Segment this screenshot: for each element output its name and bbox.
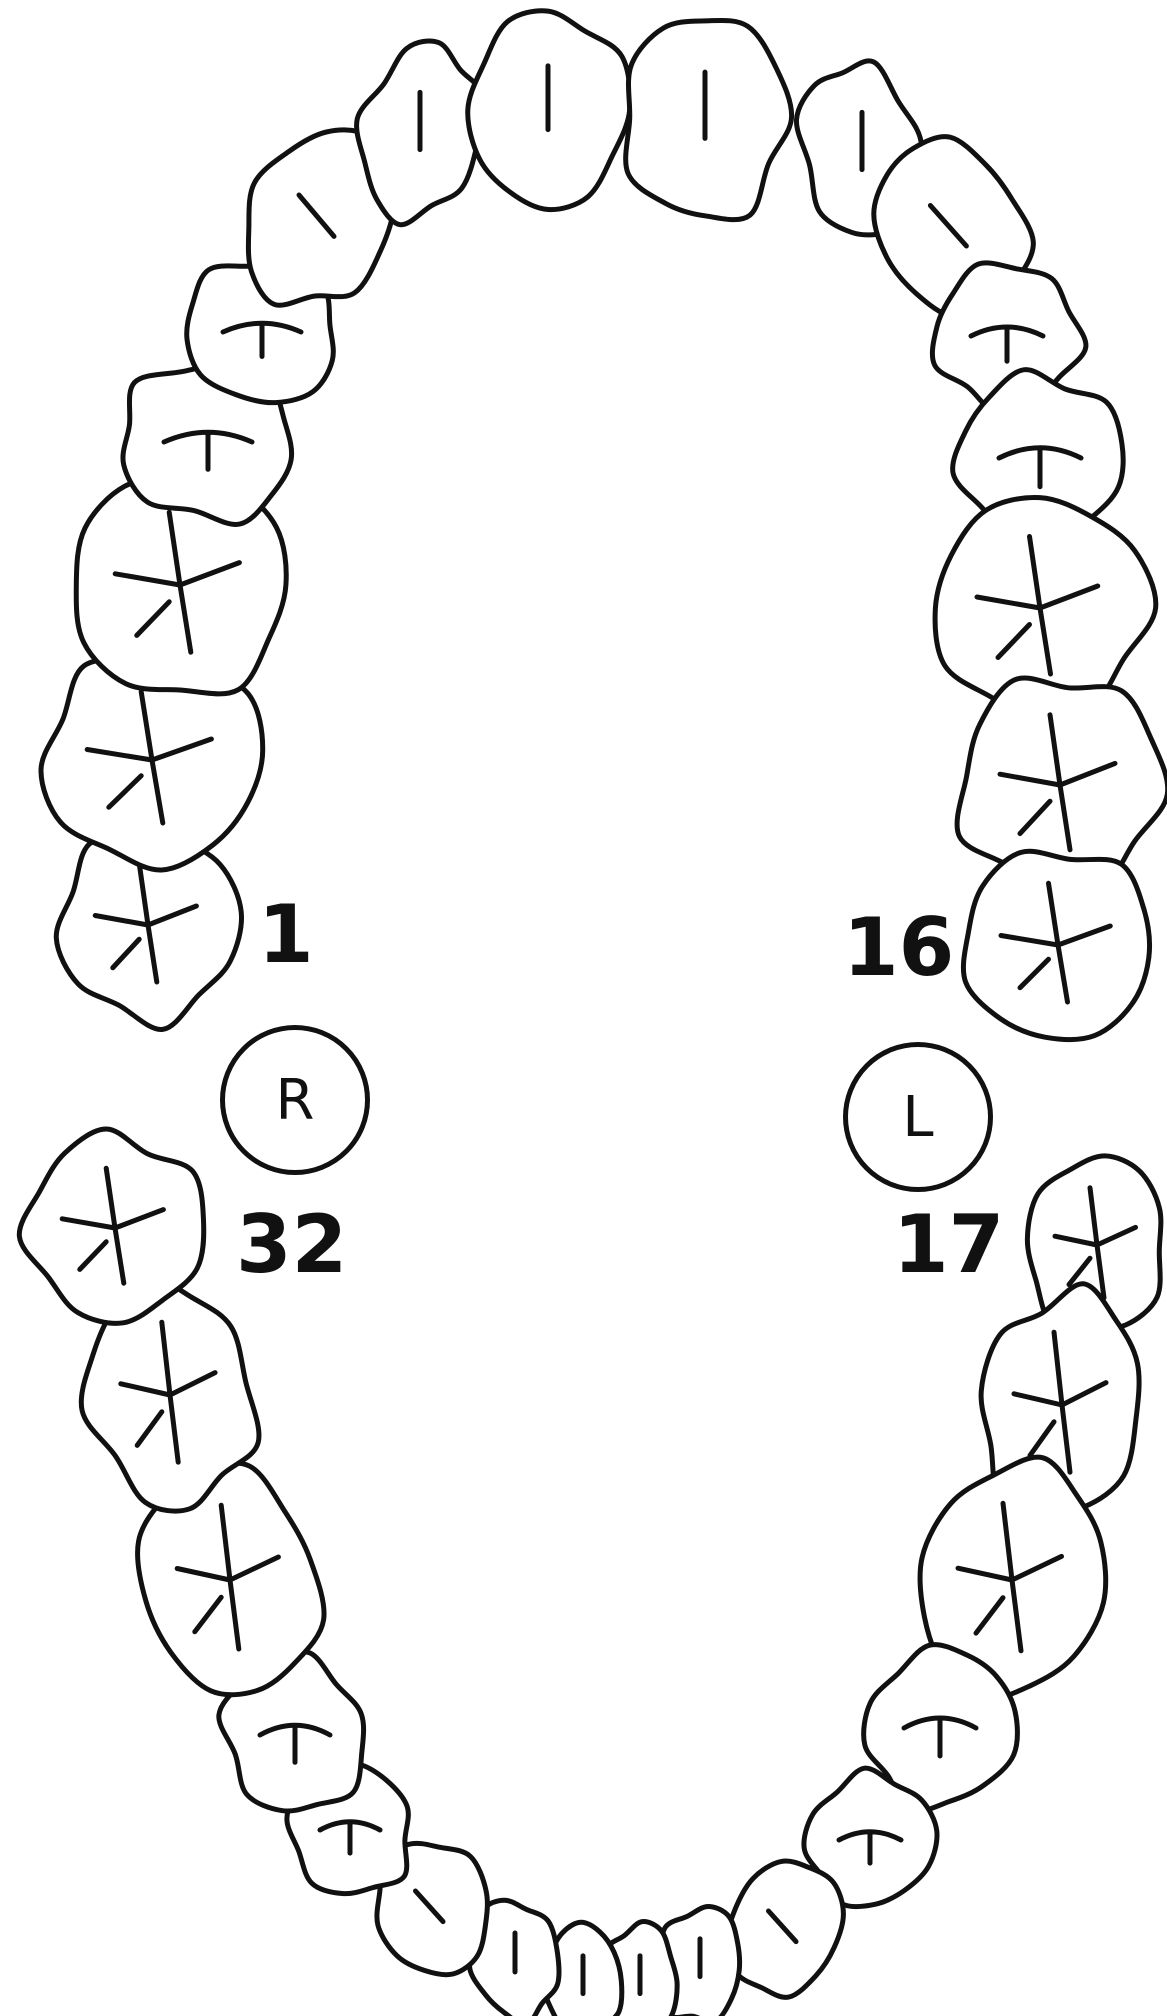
tooth-grooves	[220, 320, 304, 359]
tooth-number-1: 1	[258, 888, 314, 981]
lower-arch	[16, 1126, 1164, 2016]
tooth-grooves	[968, 324, 1046, 364]
tooth-grooves	[257, 1722, 333, 1765]
tooth-32[interactable]	[16, 1126, 207, 1326]
tooth-20[interactable]	[861, 1642, 1020, 1815]
upper-arch	[38, 8, 1167, 1043]
tooth-number-32: 32	[236, 1198, 348, 1291]
tooth-26[interactable]	[467, 1897, 562, 2016]
tooth-number-17: 17	[893, 1198, 1005, 1291]
tooth-31[interactable]	[78, 1275, 262, 1514]
tooth-grooves	[174, 1502, 281, 1652]
tooth-grooves	[59, 1165, 166, 1286]
tooth-17[interactable]	[1024, 1153, 1164, 1331]
tooth-grooves	[118, 1319, 218, 1465]
tooth-30[interactable]	[135, 1460, 327, 1698]
tooth-grooves	[296, 192, 337, 239]
tooth-grooves	[901, 1715, 979, 1759]
tooth-12[interactable]	[929, 260, 1089, 416]
tooth-grooves	[317, 1819, 383, 1856]
tooth-grooves	[766, 1908, 799, 1945]
tooth-15[interactable]	[954, 675, 1167, 900]
tooth-grooves	[1052, 1185, 1138, 1301]
tooth-number-16: 16	[843, 901, 955, 994]
tooth-grooves	[413, 1888, 446, 1925]
tooth-grooves	[92, 860, 199, 985]
left-side-indicator: L	[843, 1042, 993, 1192]
tooth-8[interactable]	[465, 8, 633, 213]
tooth-21[interactable]	[801, 1765, 940, 1910]
tooth-16[interactable]	[960, 848, 1153, 1043]
tooth-grooves	[997, 712, 1118, 853]
tooth-grooves	[998, 880, 1113, 1005]
tooth-18[interactable]	[978, 1281, 1142, 1513]
tooth-grooves	[161, 429, 255, 472]
tooth-7[interactable]	[354, 38, 487, 228]
tooth-grooves	[996, 445, 1084, 490]
tooth-grooves	[84, 689, 214, 826]
tooth-19[interactable]	[917, 1454, 1109, 1702]
tooth-grooves	[955, 1500, 1064, 1654]
tooth-grooves	[112, 509, 242, 655]
tooth-22[interactable]	[724, 1858, 846, 2000]
tooth-grooves	[927, 203, 969, 249]
tooth-grooves	[974, 534, 1101, 677]
tooth-grooves	[1011, 1329, 1109, 1475]
right-side-indicator: R	[220, 1025, 370, 1175]
tooth-grooves	[836, 1829, 904, 1866]
tooth-3[interactable]	[73, 474, 289, 697]
tooth-outline	[623, 17, 795, 223]
tooth-9[interactable]	[623, 17, 795, 223]
